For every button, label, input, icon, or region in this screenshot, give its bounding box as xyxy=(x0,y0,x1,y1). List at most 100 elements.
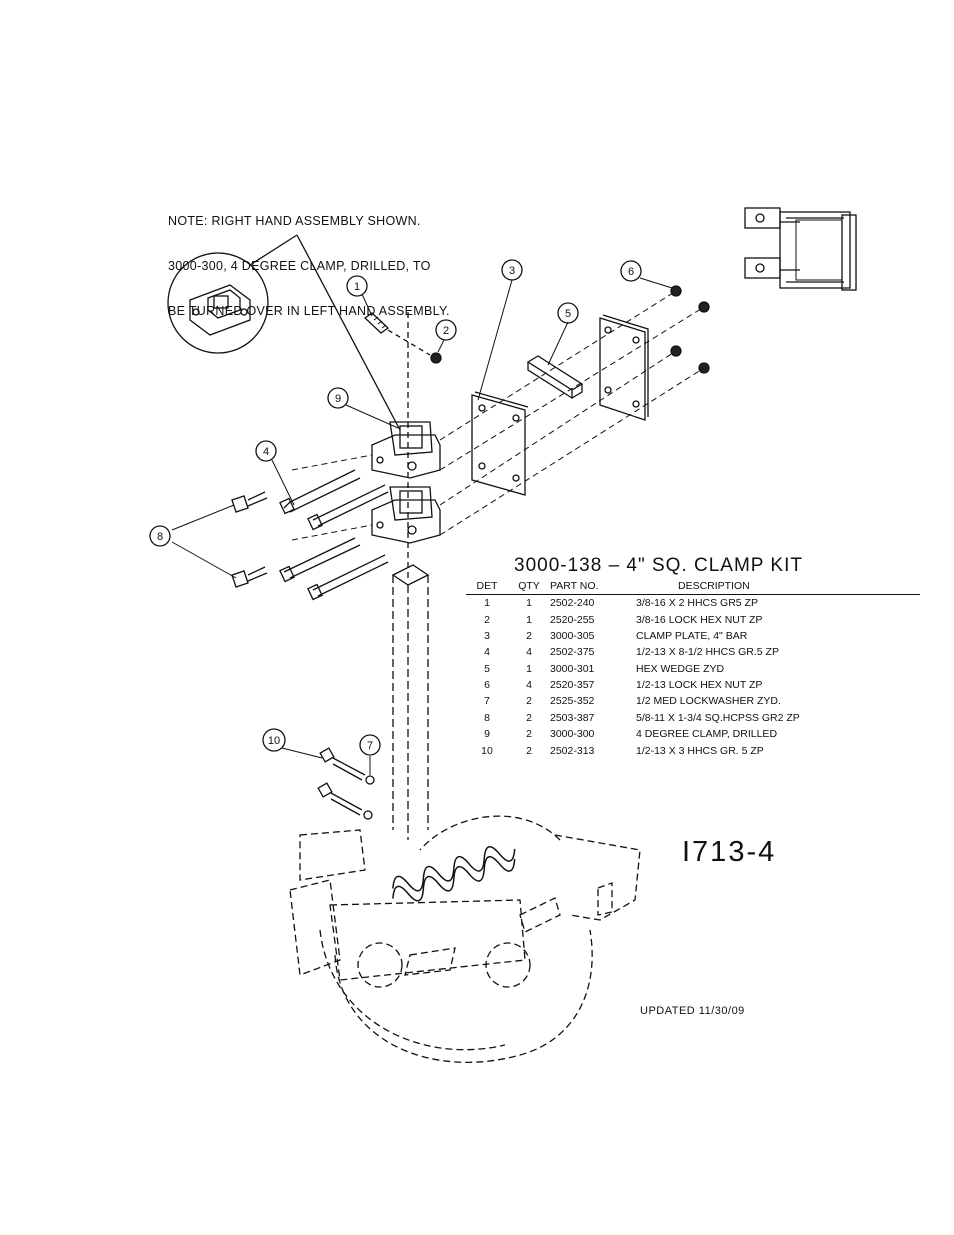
leader-lines xyxy=(171,277,673,775)
balloon-5: 5 xyxy=(557,302,579,324)
nut-detail-2 xyxy=(430,352,442,364)
cell-qty: 2 xyxy=(526,629,532,642)
balloon-1-label: 1 xyxy=(354,281,360,293)
hex-wedge-detail-5 xyxy=(526,355,584,400)
cell-description: 1/2-13 X 3 HHCS GR. 5 ZP xyxy=(636,744,764,757)
table-row: 8 2 2503-387 5/8-11 X 1-3/4 SQ.HCPSS GR2 ZP xyxy=(466,710,920,726)
kit-title: 3000-138 – 4" SQ. CLAMP KIT xyxy=(514,555,803,576)
table-header-row: DET QTY PART NO. DESCRIPTION xyxy=(466,578,920,595)
balloon-10: 10 xyxy=(262,728,286,752)
balloon-1: 1 xyxy=(346,275,368,297)
balloon-6: 6 xyxy=(620,260,642,282)
balloon-3: 3 xyxy=(501,259,523,281)
cell-qty: 2 xyxy=(526,728,532,741)
cell-det: 8 xyxy=(484,711,490,724)
cell-part-no: 2520-357 xyxy=(550,679,595,692)
balloon-4: 4 xyxy=(255,440,277,462)
balloon-3-label: 3 xyxy=(509,265,515,277)
cell-part-no: 3000-301 xyxy=(550,662,595,675)
clamp-detail-inset xyxy=(167,234,401,431)
balloon-10-label: 10 xyxy=(268,735,280,747)
bolts-detail-10 xyxy=(317,747,366,816)
long-bolts-detail-4 xyxy=(279,469,389,601)
header-qty: QTY xyxy=(508,578,550,595)
header-part-no: PART NO. xyxy=(550,578,636,595)
cell-qty: 1 xyxy=(526,662,532,675)
drawing-number: I713-4 xyxy=(682,836,777,868)
spring xyxy=(392,846,516,902)
balloon-7: 7 xyxy=(359,734,381,756)
cell-description: 4 DEGREE CLAMP, DRILLED xyxy=(636,728,778,741)
clamp-plate-detail-3 xyxy=(471,391,529,496)
balloon-8: 8 xyxy=(149,525,171,547)
cell-qty: 2 xyxy=(526,695,532,708)
header-det: DET xyxy=(466,578,508,595)
square-bar xyxy=(391,564,430,840)
cell-qty: 4 xyxy=(526,679,532,692)
cell-description: 3/8-16 LOCK HEX NUT ZP xyxy=(636,613,763,626)
balloon-9: 9 xyxy=(327,387,349,409)
cell-part-no: 2502-313 xyxy=(550,744,595,757)
cell-description: 1/2 MED LOCKWASHER ZYD. xyxy=(636,695,781,708)
table-row: 9 2 3000-300 4 DEGREE CLAMP, DRILLED xyxy=(466,726,920,742)
balloon-4-label: 4 xyxy=(263,446,269,458)
balloon-8-label: 8 xyxy=(157,531,163,543)
cell-part-no: 2502-375 xyxy=(550,646,595,659)
balloon-9-label: 9 xyxy=(335,393,341,405)
cell-det: 7 xyxy=(484,695,490,708)
cell-part-no: 2525-352 xyxy=(550,695,595,708)
header-description: DESCRIPTION xyxy=(636,578,920,595)
table-row: 10 2 2502-313 1/2-13 X 3 HHCS GR. 5 ZP xyxy=(466,742,920,758)
cell-qty: 1 xyxy=(526,597,532,610)
updated-date: UPDATED 11/30/09 xyxy=(640,1005,745,1017)
table-row: 4 4 2502-375 1/2-13 X 8-1/2 HHCS GR.5 ZP xyxy=(466,644,920,660)
cell-qty: 4 xyxy=(526,646,532,659)
upper-clamp-detail-9 xyxy=(371,421,441,479)
cell-part-no: 2503-387 xyxy=(550,711,595,724)
cell-det: 2 xyxy=(484,613,490,626)
cell-det: 5 xyxy=(484,662,490,675)
cell-description: 5/8-11 X 1-3/4 SQ.HCPSS GR2 ZP xyxy=(636,711,800,724)
cell-description: HEX WEDGE ZYD xyxy=(636,662,725,675)
cell-part-no: 2502-240 xyxy=(550,597,595,610)
balloon-5-label: 5 xyxy=(565,308,571,320)
cell-qty: 1 xyxy=(526,613,532,626)
balloon-2-label: 2 xyxy=(443,325,449,337)
nuts-detail-6 xyxy=(670,285,710,374)
table-row: 6 4 2520-357 1/2-13 LOCK HEX NUT ZP xyxy=(466,677,920,693)
cell-part-no: 3000-305 xyxy=(550,629,595,642)
cell-det: 4 xyxy=(484,646,490,659)
cell-qty: 2 xyxy=(526,744,532,757)
cell-description: 3/8-16 X 2 HHCS GR5 ZP xyxy=(636,597,758,610)
parts-table-body: 1 1 2502-240 3/8-16 X 2 HHCS GR5 ZP 2 1 2520-2… xyxy=(466,595,920,759)
balloon-6-label: 6 xyxy=(628,266,634,278)
cell-part-no: 2520-255 xyxy=(550,613,595,626)
rear-clamp-plate xyxy=(599,314,649,421)
cell-part-no: 3000-300 xyxy=(550,728,595,741)
table-row: 7 2 2525-352 1/2 MED LOCKWASHER ZYD. xyxy=(466,693,920,709)
table-row: 5 1 3000-301 HEX WEDGE ZYD xyxy=(466,661,920,677)
table-row: 1 1 2502-240 3/8-16 X 2 HHCS GR5 ZP xyxy=(466,595,920,612)
cell-qty: 2 xyxy=(526,711,532,724)
cell-det: 9 xyxy=(484,728,490,741)
square-bolts-detail-8 xyxy=(231,491,268,588)
cell-det: 3 xyxy=(484,629,490,642)
cell-det: 10 xyxy=(481,744,493,757)
balloon-2: 2 xyxy=(435,319,457,341)
cell-description: 1/2-13 X 8-1/2 HHCS GR.5 ZP xyxy=(636,646,779,659)
shank-assembly xyxy=(289,815,641,1063)
cell-det: 6 xyxy=(484,679,490,692)
lower-clamp xyxy=(371,486,441,544)
balloon-7-label: 7 xyxy=(367,740,373,752)
cell-description: CLAMP PLATE, 4" BAR xyxy=(636,629,748,642)
cell-description: 1/2-13 LOCK HEX NUT ZP xyxy=(636,679,763,692)
top-view-thumbnail xyxy=(744,207,857,291)
cell-det: 1 xyxy=(484,597,490,610)
parts-table: DET QTY PART NO. DESCRIPTION 1 1 2502-240 3… xyxy=(466,578,920,759)
table-row: 3 2 3000-305 CLAMP PLATE, 4" BAR xyxy=(466,628,920,644)
lockwasher-detail-7 xyxy=(363,775,375,820)
table-row: 2 1 2520-255 3/8-16 LOCK HEX NUT ZP xyxy=(466,611,920,627)
bolt-detail-1 xyxy=(363,312,431,356)
note-line-1: NOTE: RIGHT HAND ASSEMBLY SHOWN. xyxy=(168,214,421,228)
